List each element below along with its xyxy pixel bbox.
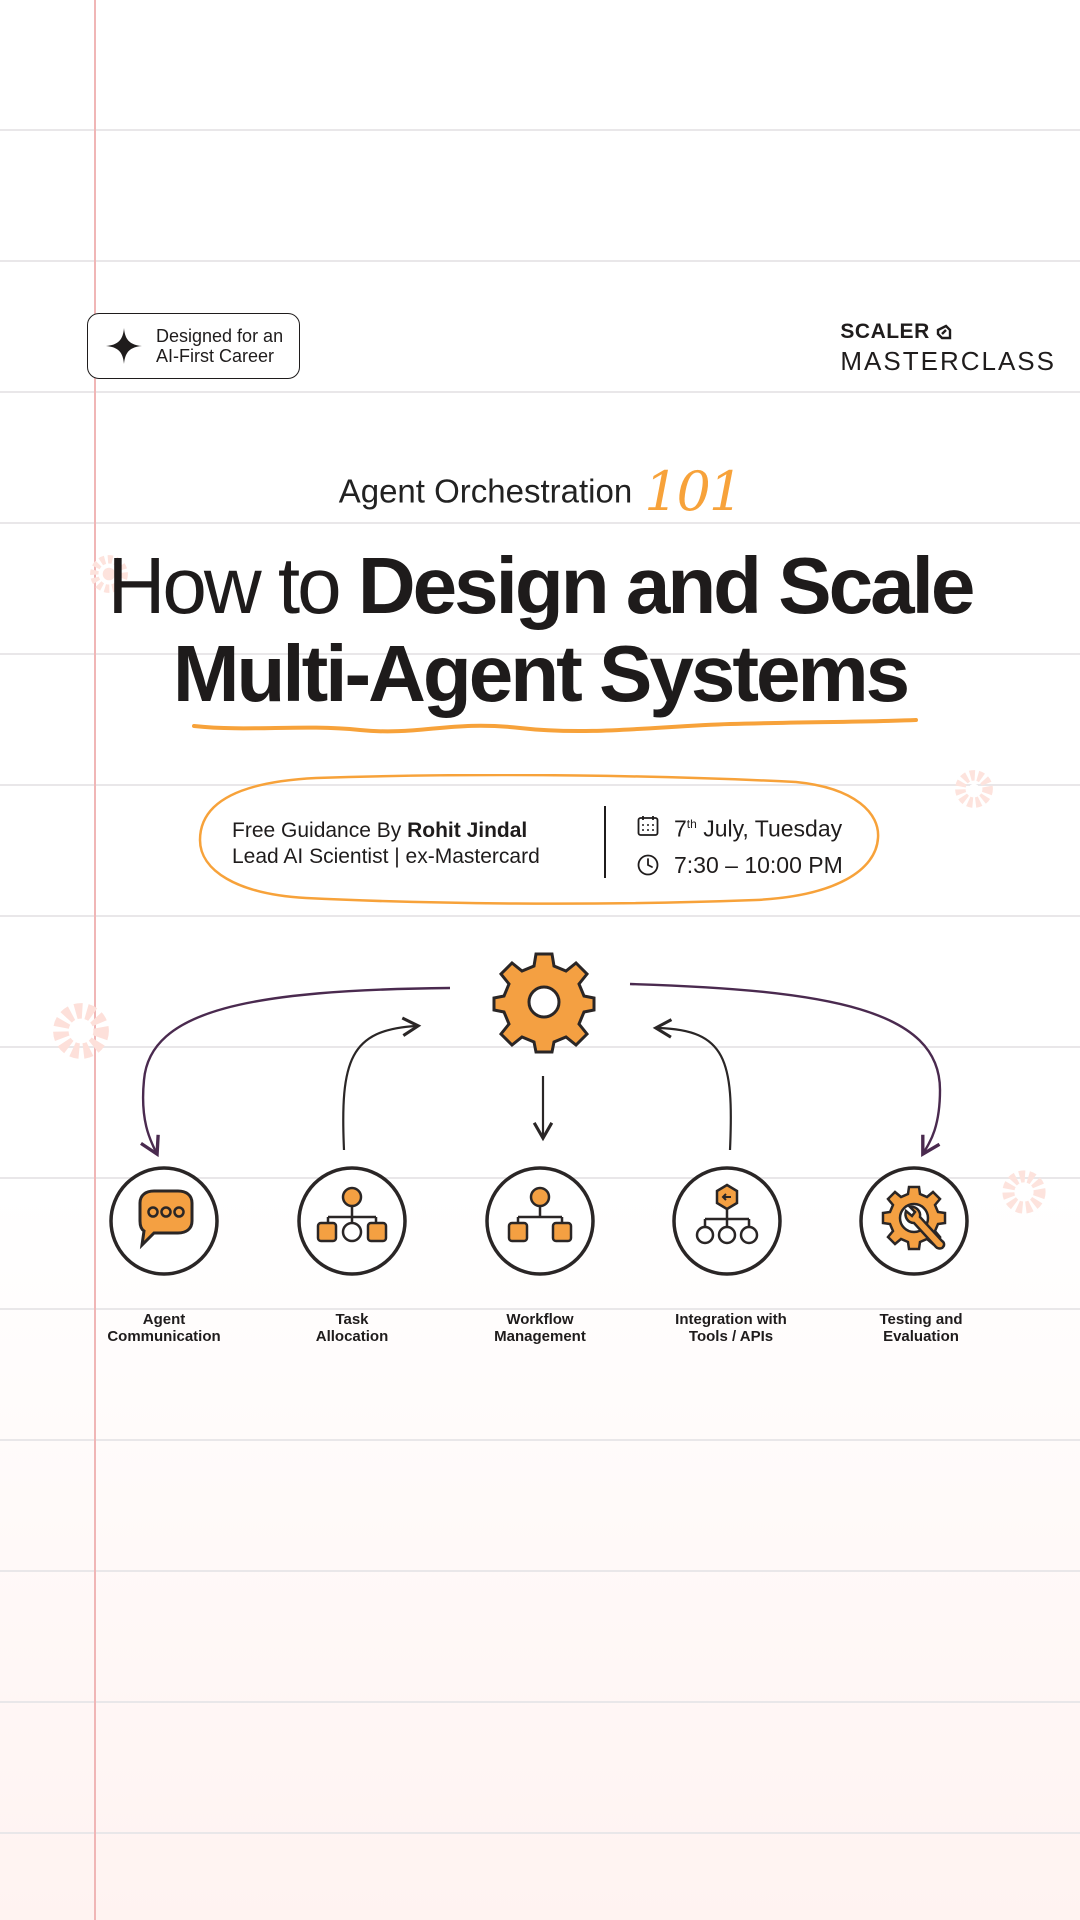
brand-logo: SCALER MASTERCLASS	[840, 320, 1056, 377]
hierarchy-icon	[316, 1186, 388, 1243]
speaker-role: Lead AI Scientist | ex-Mastercard	[232, 845, 540, 868]
workflow-icon	[507, 1186, 573, 1243]
subtitle-number: 101	[644, 460, 743, 523]
chat-bubble-icon	[138, 1189, 194, 1250]
guidance-prefix: Free Guidance By	[232, 819, 408, 842]
decorative-gear-icon	[53, 1003, 109, 1059]
decorative-gear-icon	[90, 555, 128, 593]
badge-text: Designed for an AI-First Career	[156, 326, 283, 366]
headline-underline	[192, 718, 918, 734]
subtitle: Agent Orchestration	[338, 472, 633, 510]
info-pill-outline	[198, 774, 880, 905]
agent-communication-node	[109, 1166, 219, 1276]
event-schedule: 7th July, Tuesday 7:30 – 10:00 PM	[636, 806, 843, 883]
sparkle-icon	[106, 328, 142, 364]
headline-line-2: Multi-Agent Systems	[172, 629, 910, 718]
notebook-margin-line	[94, 0, 96, 1920]
orchestrator-gear-icon	[492, 952, 596, 1054]
headline-light: How to	[107, 541, 358, 630]
decorative-gear-icon	[955, 770, 993, 808]
speaker-name: Rohit Jindal	[407, 819, 528, 842]
gear-wrench-icon	[881, 1185, 947, 1251]
event-date: 7th July, Tuesday	[674, 815, 843, 842]
badge-line-1: Designed for an	[156, 326, 284, 346]
headline: How to Design and Scale Multi-Agent Syst…	[0, 542, 1080, 718]
clock-icon	[637, 854, 659, 876]
badge-line-2: AI-First Career	[156, 346, 275, 366]
career-badge: Designed for an AI-First Career	[87, 313, 300, 379]
scaler-logo-icon	[936, 324, 951, 340]
task-allocation-node	[297, 1166, 407, 1276]
testing-evaluation-node	[859, 1166, 969, 1276]
info-divider	[604, 806, 606, 878]
calendar-icon	[637, 816, 659, 837]
event-time: 7:30 – 10:00 PM	[674, 851, 843, 878]
headline-bold: Design and Scale	[357, 541, 975, 630]
decorative-gear-icon	[1002, 1170, 1046, 1214]
brand-subname: MASTERCLASS	[840, 346, 1056, 376]
integration-tools-node	[672, 1166, 782, 1276]
speaker-info: Free Guidance By Rohit Jindal Lead AI Sc…	[232, 818, 540, 870]
brand-name: SCALER	[840, 320, 930, 343]
integration-icon	[695, 1183, 759, 1245]
subtitle-row: Agent Orchestration 101	[0, 460, 1080, 523]
workflow-management-node	[485, 1166, 595, 1276]
flow-arrows	[140, 982, 942, 1158]
